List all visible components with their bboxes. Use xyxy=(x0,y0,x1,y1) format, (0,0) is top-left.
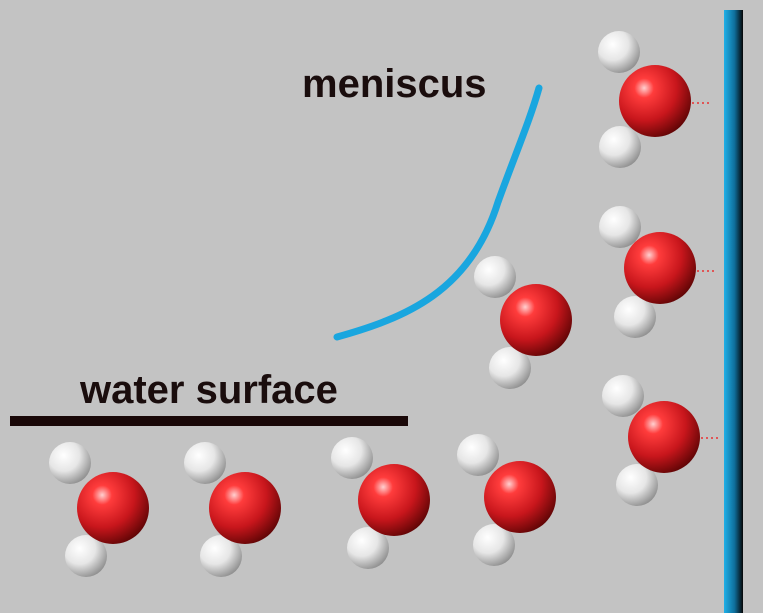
hydrogen-atom xyxy=(602,375,644,417)
oxygen-atom xyxy=(358,464,430,536)
oxygen-atom xyxy=(619,65,691,137)
hydrogen-atom xyxy=(473,524,515,566)
water-molecule xyxy=(184,442,281,577)
water-molecule xyxy=(474,256,572,389)
oxygen-atom xyxy=(628,401,700,473)
hydrogen-atom xyxy=(474,256,516,298)
water-surface-line xyxy=(10,416,408,426)
hydrogen-bonds xyxy=(692,102,721,439)
hydrogen-atom xyxy=(65,535,107,577)
hydrogen-atom xyxy=(598,31,640,73)
hydrogen-atom xyxy=(457,434,499,476)
hydrogen-atom xyxy=(599,206,641,248)
water-molecule xyxy=(331,437,430,569)
hydrogen-atom xyxy=(331,437,373,479)
oxygen-atom xyxy=(624,232,696,304)
water-molecule xyxy=(599,206,696,338)
oxygen-atom xyxy=(500,284,572,356)
water-molecule xyxy=(49,442,149,577)
water-surface-label: water surface xyxy=(80,368,338,412)
oxygen-atom xyxy=(209,472,281,544)
container-wall xyxy=(724,10,743,613)
hydrogen-atom xyxy=(200,535,242,577)
hydrogen-atom xyxy=(184,442,226,484)
oxygen-atom xyxy=(77,472,149,544)
meniscus-label: meniscus xyxy=(302,62,487,106)
hydrogen-atom xyxy=(616,464,658,506)
hydrogen-atom xyxy=(614,296,656,338)
water-molecule xyxy=(457,434,556,566)
hydrogen-atom xyxy=(347,527,389,569)
hydrogen-atom xyxy=(49,442,91,484)
oxygen-atom xyxy=(484,461,556,533)
hydrogen-atom xyxy=(599,126,641,168)
hydrogen-atom xyxy=(489,347,531,389)
water-molecule xyxy=(602,375,700,506)
meniscus-curve xyxy=(333,84,543,341)
water-molecules xyxy=(49,31,700,577)
water-molecule xyxy=(598,31,691,168)
